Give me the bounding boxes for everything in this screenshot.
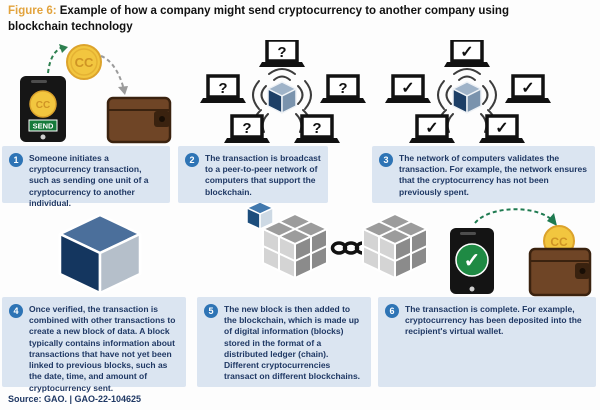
step4-number-badge: 4	[9, 304, 23, 318]
step5-text: The new block is then added to the block…	[224, 304, 361, 382]
cryptocurrency-coin-icon: CC	[66, 44, 102, 80]
blockchain-cluster-icon	[362, 213, 428, 279]
svg-text:CC: CC	[75, 55, 94, 70]
sender-phone-icon: CC SEND	[20, 76, 66, 142]
step2-number-badge: 2	[185, 153, 199, 167]
wallet-icon	[106, 96, 172, 144]
svg-text:✓: ✓	[495, 120, 508, 137]
laptop-question-icon: ?	[320, 74, 366, 103]
step3-box: 3 The network of computers validates the…	[372, 146, 595, 203]
source-line: Source: GAO. | GAO-22-104625	[8, 394, 142, 404]
recipient-wallet-icon	[528, 247, 592, 297]
step6-graphic: CC ✓	[450, 208, 592, 297]
laptop-question-icon: ?	[259, 40, 305, 67]
svg-text:✓: ✓	[521, 80, 534, 97]
svg-text:?: ?	[277, 44, 286, 61]
laptop-question-icon: ?	[200, 74, 246, 103]
phone-check-icon: ✓	[450, 228, 494, 294]
step5-graphic	[246, 201, 428, 279]
figure-title-text: Example of how a company might send cryp…	[8, 5, 509, 33]
laptop-question-icon: ?	[224, 114, 270, 143]
svg-text:✓: ✓	[425, 120, 438, 137]
network-cube-icon	[452, 81, 482, 114]
step1-box: 1 Someone initiates a cryptocurrency tra…	[2, 146, 170, 208]
step3-text: The network of computers validates the t…	[399, 153, 588, 197]
figure-number-label: Figure 6:	[8, 5, 57, 17]
step1-text: Someone initiates a cryptocurrency trans…	[29, 153, 149, 208]
step2-box: 2 The transaction is broadcast to a peer…	[178, 146, 328, 203]
svg-text:?: ?	[312, 120, 321, 137]
step1-graphic: CC CC SEND	[20, 44, 172, 144]
step1-number-badge: 1	[9, 153, 23, 167]
svg-text:CC: CC	[550, 235, 568, 249]
step4-graphic	[58, 213, 142, 295]
step3-graphic: ✓ ✓ ✓ ✓ ✓	[385, 40, 551, 143]
svg-text:✓: ✓	[401, 80, 414, 97]
svg-text:✓: ✓	[460, 44, 473, 61]
step6-box: 6 The transaction is complete. For examp…	[378, 297, 596, 387]
svg-text:?: ?	[338, 80, 347, 97]
step3-number-badge: 3	[379, 153, 393, 167]
laptop-check-icon: ✓	[409, 114, 455, 143]
step4-box: 4 Once verified, the transaction is comb…	[2, 297, 186, 393]
laptop-check-icon: ✓	[385, 74, 431, 103]
step2-text: The transaction is broadcast to a peer-t…	[205, 153, 321, 197]
step6-text: The transaction is complete. For example…	[405, 304, 582, 337]
step2-graphic: ? ? ? ? ?	[200, 40, 366, 143]
step5-box: 5 The new block is then added to the blo…	[197, 297, 371, 387]
receive-arrow-icon	[100, 55, 128, 95]
send-arrow-icon	[47, 44, 68, 74]
svg-text:?: ?	[242, 120, 251, 137]
laptop-check-icon: ✓	[505, 74, 551, 103]
figure-title: Figure 6: Example of how a company might…	[8, 4, 560, 35]
transfer-arrow-icon	[474, 208, 557, 226]
laptop-question-icon: ?	[294, 114, 340, 143]
step4-text: Once verified, the transaction is combin…	[29, 304, 176, 393]
step6-number-badge: 6	[385, 304, 399, 318]
svg-text:?: ?	[218, 80, 227, 97]
new-block-cube-icon	[246, 201, 274, 230]
blockchain-cluster-icon	[262, 213, 328, 279]
svg-text:CC: CC	[36, 100, 50, 111]
network-cube-icon	[267, 81, 297, 114]
block-cube-icon	[58, 213, 142, 295]
svg-text:✓: ✓	[464, 250, 481, 272]
laptop-check-icon: ✓	[444, 40, 490, 67]
laptop-check-icon: ✓	[479, 114, 525, 143]
send-button-label: SEND	[33, 122, 54, 131]
step5-number-badge: 5	[204, 304, 218, 318]
